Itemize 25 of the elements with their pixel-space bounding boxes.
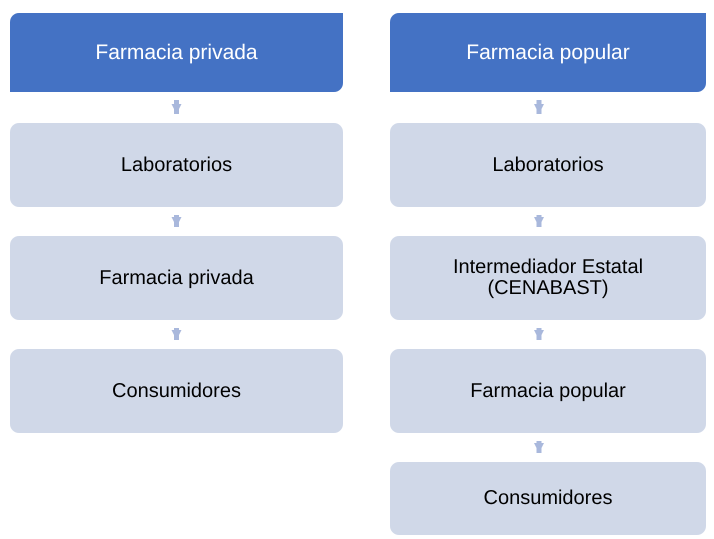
process-box xyxy=(390,123,706,207)
arrow xyxy=(534,328,544,340)
process-box xyxy=(390,236,706,320)
box-label: Farmacia popular xyxy=(470,380,626,402)
arrow xyxy=(172,100,182,114)
arrow xyxy=(534,441,544,453)
box-label: Laboratorios xyxy=(492,154,604,176)
process-box xyxy=(10,236,343,320)
header-box xyxy=(10,13,343,92)
arrow xyxy=(172,215,182,227)
box-label: Farmacia privada xyxy=(95,40,258,64)
arrow xyxy=(172,328,182,340)
box-label: Farmacia privada xyxy=(99,268,254,288)
process-box xyxy=(10,349,343,433)
header-box xyxy=(390,13,706,92)
arrow xyxy=(534,215,544,227)
box-label: Laboratorios xyxy=(120,154,232,176)
process-box xyxy=(10,123,343,207)
arrow xyxy=(534,100,544,114)
box-label: Consumidores xyxy=(484,488,612,509)
box-label: Consumidores xyxy=(112,380,241,402)
process-box xyxy=(390,462,706,535)
box-label: Farmacia popular xyxy=(466,40,630,64)
process-box xyxy=(390,349,706,433)
box-label: Intermediador Estatal (CENABAST) xyxy=(452,257,644,299)
